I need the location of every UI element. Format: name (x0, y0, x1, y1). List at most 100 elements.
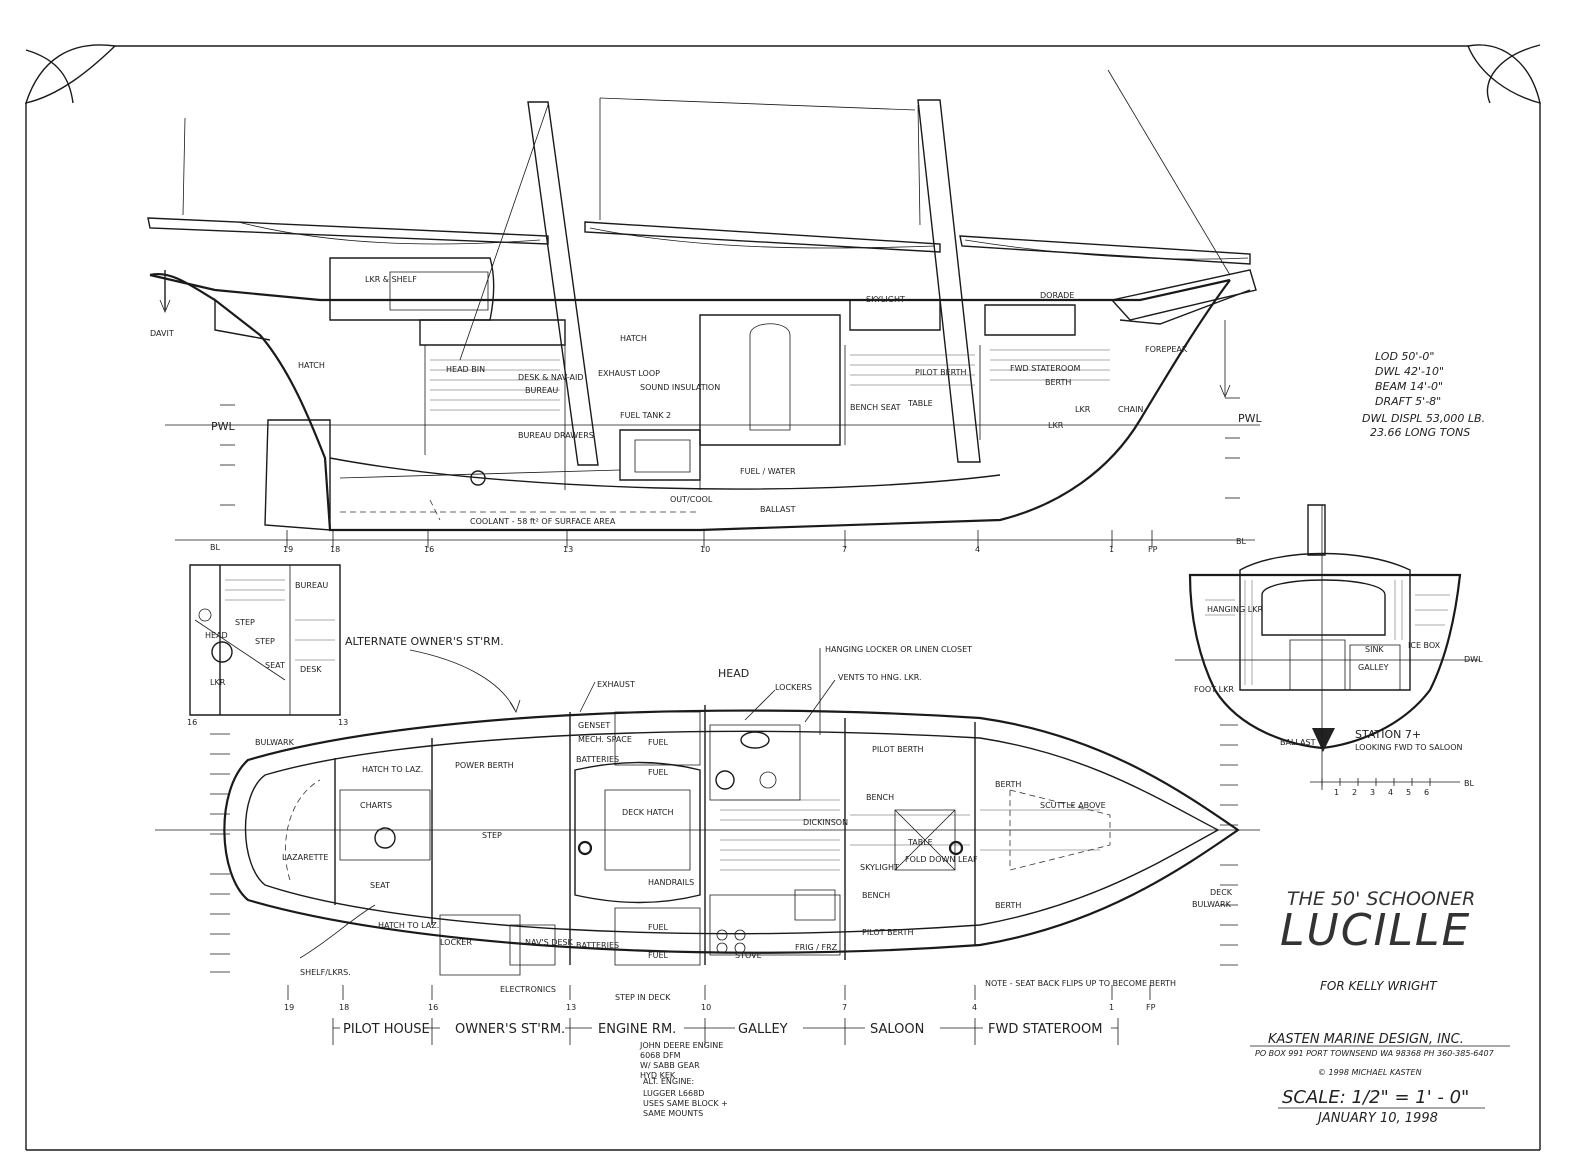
spec-tons: 23.66 LONG TONS (1370, 426, 1470, 439)
label-fuel-water: FUEL / WATER (740, 467, 796, 476)
section-galley: GALLEY (738, 1022, 788, 1037)
plan-label-scuttle: SCUTTLE ABOVE (1040, 801, 1106, 810)
plan-station-1: 1 (1109, 1003, 1114, 1012)
label-dorade: DORADE (1040, 291, 1074, 300)
alt-engine-3: USES SAME BLOCK + (643, 1099, 728, 1108)
label-sound-insulation: SOUND INSULATION (640, 383, 720, 392)
plan-label-berth: BERTH (995, 780, 1021, 789)
plan-station-19: 19 (284, 1003, 294, 1012)
plan-label-lazarette: LAZARETTE (282, 853, 328, 862)
alt-station-13: 13 (338, 718, 348, 727)
plan-label-fuel-2: FUEL (648, 768, 669, 777)
plan-label-shelf-lkrs: SHELF/LKRS. (300, 968, 351, 977)
label-bl-right: BL (1236, 537, 1246, 546)
plan-label-step-in-deck: STEP IN DECK (615, 993, 671, 1002)
plan-label-hatch-laz: HATCH TO LAZ. (362, 765, 423, 774)
alt-label-lkr: LKR (210, 678, 226, 687)
label-head-bin: HEAD BIN (446, 365, 485, 374)
plan-label-hatch-laz-2: HATCH TO LAZ. (378, 921, 439, 930)
section-tick-5: 5 (1406, 788, 1411, 797)
plan-label-power-berth: POWER BERTH (455, 761, 514, 770)
alt-label-step: STEP (235, 618, 255, 627)
label-davit: DAVIT (150, 329, 174, 338)
title-boat-name: LUCILLE (1280, 905, 1471, 956)
label-hatch-2: HATCH (620, 334, 647, 343)
section-fwd-stateroom: FWD STATEROOM (988, 1022, 1102, 1037)
section-title: STATION 7+ (1355, 728, 1421, 741)
plan-label-charts: CHARTS (360, 801, 392, 810)
plan-label-stove: STOVE (735, 951, 762, 960)
label-table: TABLE (907, 399, 933, 408)
engine-note-2: 6068 DFM (640, 1051, 681, 1060)
section-label-galley: GALLEY (1358, 663, 1389, 672)
label-bureau-drawers: BUREAU DRAWERS (518, 431, 594, 440)
label-bl-left: BL (210, 543, 220, 552)
label-desk-navaid: DESK & NAV-AID (518, 373, 584, 382)
station-16: 16 (424, 545, 434, 554)
plan-label-genset: GENSET (578, 721, 610, 730)
plan-station-13: 13 (566, 1003, 576, 1012)
plan-label-mech-space: MECH. SPACE (578, 735, 632, 744)
plan-label-fuel-3: FUEL (648, 923, 669, 932)
profile-view: DAVIT LKR & SHELF HATCH HEAD BIN DESK & … (147, 69, 1263, 554)
station-18: 18 (330, 545, 340, 554)
plan-label-deck: DECK (1210, 888, 1233, 897)
plan-label-seat: SEAT (370, 881, 390, 890)
plan-station-fp: FP (1146, 1003, 1156, 1012)
plan-view: HEAD EXHAUST LOCKERS HANGING LOCKER OR L… (155, 645, 1260, 1012)
title-block: THE 50' SCHOONER LUCILLE FOR KELLY WRIGH… (1250, 888, 1510, 1126)
label-lkr: LKR (1075, 405, 1091, 414)
label-chain: CHAIN (1118, 405, 1143, 414)
section-tick-6: 6 (1424, 788, 1429, 797)
plan-label-dickinson: DICKINSON (803, 818, 848, 827)
label-skylight: SKYLIGHT (866, 295, 905, 304)
station-1: 1 (1109, 545, 1114, 554)
plan-station-10: 10 (701, 1003, 711, 1012)
station-section: HANGING LKR FOOT LKR GALLEY BALLAST ICE … (1175, 504, 1483, 797)
station-4: 4 (975, 545, 980, 554)
plan-label-fuel-1: FUEL (648, 738, 669, 747)
title-date: JANUARY 10, 1998 (1315, 1111, 1438, 1126)
plan-label-note: NOTE - SEAT BACK FLIPS UP TO BECOME BERT… (985, 979, 1176, 988)
engine-note-1: JOHN DEERE ENGINE (639, 1041, 723, 1050)
plan-label-locker: LOCKER (440, 938, 472, 947)
section-label-bl: BL (1464, 779, 1474, 788)
plan-label-pilot-berth-2: PILOT BERTH (862, 928, 914, 937)
label-pwl-right: PWL (1238, 412, 1263, 425)
section-tick-1: 1 (1334, 788, 1339, 797)
alt-engine-1: ALT. ENGINE: (643, 1077, 694, 1086)
spec-beam: BEAM 14'-0" (1375, 380, 1443, 393)
section-label-ice-box: ICE BOX (1408, 641, 1441, 650)
plan-label-electronics: ELECTRONICS (500, 985, 556, 994)
plan-label-fuel-4: FUEL (648, 951, 669, 960)
section-bar: PILOT HOUSE OWNER'S ST'RM. ENGINE RM. GA… (332, 1018, 1119, 1045)
title-line-1: THE 50' SCHOONER (1287, 888, 1475, 910)
spec-displ: DWL DISPL 53,000 LB. (1362, 412, 1485, 425)
alt-label-seat: SEAT (265, 661, 285, 670)
title-client: FOR KELLY WRIGHT (1320, 979, 1438, 993)
label-fuel-tank: FUEL TANK 2 (620, 411, 671, 420)
plan-label-fold-leaf: FOLD DOWN LEAF (905, 855, 978, 864)
section-label-ballast: BALLAST (1280, 738, 1316, 747)
plan-label-skylight: SKYLIGHT (860, 863, 899, 872)
plan-station-4: 4 (972, 1003, 977, 1012)
title-copyright: © 1998 MICHAEL KASTEN (1318, 1068, 1422, 1077)
station-7: 7 (842, 545, 847, 554)
section-subtitle: LOOKING FWD TO SALOON (1355, 743, 1463, 752)
label-coolant: COOLANT - 58 ft² OF SURFACE AREA (470, 517, 616, 526)
section-label-sink: SINK (1365, 645, 1384, 654)
plan-label-step: STEP (482, 831, 502, 840)
title-scale: SCALE: 1/2" = 1' - 0" (1282, 1087, 1469, 1108)
alt-label-desk: DESK (300, 665, 322, 674)
spec-draft: DRAFT 5'-8" (1375, 395, 1441, 408)
section-label-hanging-lkr: HANGING LKR (1207, 605, 1263, 614)
plan-label-bulwark: BULWARK (255, 738, 295, 747)
alt-title: ALTERNATE OWNER'S ST'RM. (345, 635, 504, 648)
label-fwd-stateroom: FWD STATEROOM (1010, 364, 1081, 373)
plan-label-vents: VENTS TO HNG. LKR. (838, 673, 922, 682)
plan-label-bench: BENCH (866, 793, 894, 802)
plan-station-7: 7 (842, 1003, 847, 1012)
label-ballast: BALLAST (760, 505, 796, 514)
plan-label-batteries: BATTERIES (576, 755, 619, 764)
